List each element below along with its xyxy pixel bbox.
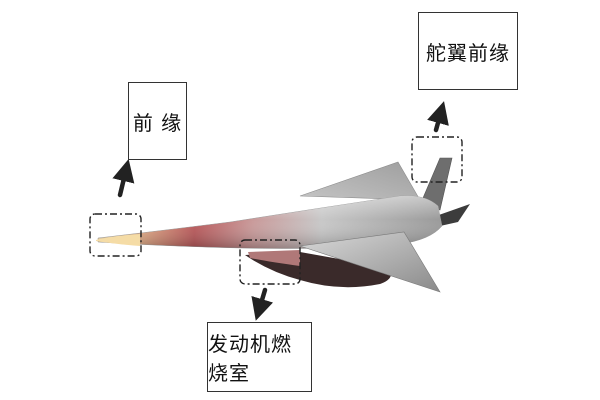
rudder-leading-edge-text: 舵翼前缘 bbox=[426, 40, 510, 65]
main-wing bbox=[299, 231, 441, 293]
engine-combustor-label: 发动机燃烧室 bbox=[207, 322, 312, 392]
tail-highlight-box bbox=[411, 136, 463, 183]
arrow-to-leading-edge bbox=[112, 159, 135, 198]
arrow-to-rudder-leading-edge bbox=[427, 101, 449, 133]
upper-wing bbox=[299, 161, 421, 201]
leading-edge-text: 前 缘 bbox=[132, 110, 183, 135]
leading-edge-label: 前 缘 bbox=[128, 82, 187, 160]
rudder-leading-edge-label: 舵翼前缘 bbox=[418, 12, 518, 90]
rear-tail-fin bbox=[436, 204, 470, 226]
nose-highlight-box bbox=[89, 213, 142, 257]
engine-combustor-text: 发动机燃烧室 bbox=[208, 332, 292, 385]
engine-highlight-box bbox=[239, 239, 301, 285]
arrow-to-engine-combustor bbox=[251, 287, 274, 321]
nose-tip bbox=[96, 234, 140, 246]
engine-intake bbox=[248, 250, 300, 266]
